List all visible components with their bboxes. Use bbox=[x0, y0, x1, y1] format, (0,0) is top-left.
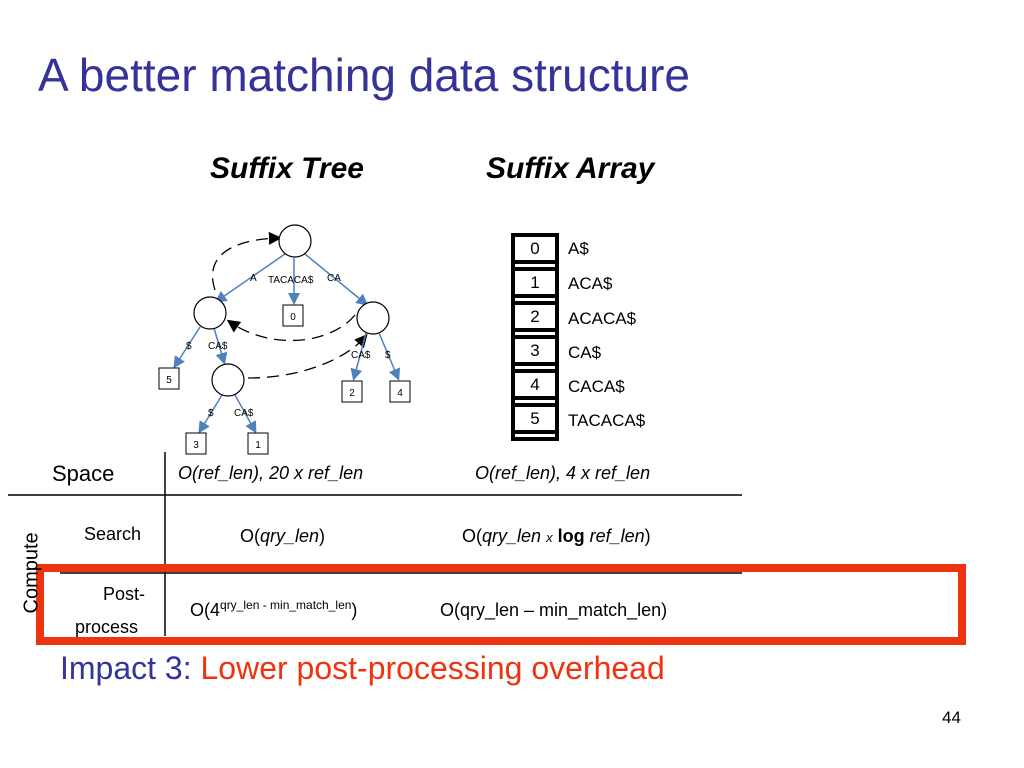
leaf-1-box bbox=[247, 432, 269, 455]
suffix-link-mid bbox=[226, 314, 356, 342]
space-tree-cell: O(ref_len), 20 x ref_len bbox=[178, 463, 364, 483]
impact-statement: Impact 3: Lower post-processing overhead bbox=[60, 650, 665, 687]
leaf-0-label: 0 bbox=[290, 312, 296, 323]
leaf-3-box bbox=[185, 432, 207, 455]
suffix-tree-heading: Suffix Tree bbox=[210, 152, 364, 185]
edge-l1-l2 bbox=[213, 327, 228, 365]
edge-r-2 bbox=[350, 332, 367, 381]
leaf-2-box bbox=[341, 380, 363, 403]
edge-root-ca bbox=[304, 253, 369, 306]
leaf-4-label: 4 bbox=[397, 388, 403, 399]
edge-l2-3 bbox=[198, 394, 223, 434]
tree-root-node bbox=[278, 224, 312, 258]
edge-label-l2-dollar: $ bbox=[208, 408, 214, 419]
suffix-array-heading: Suffix Array bbox=[486, 152, 655, 185]
highlight-box bbox=[36, 564, 966, 645]
sa-suffix-3: CA$ bbox=[568, 343, 602, 362]
edge-label-tacaca: TACACA$ bbox=[268, 275, 314, 286]
search-row-label: Search bbox=[84, 524, 142, 544]
leaf-0-box bbox=[282, 304, 304, 327]
edge-label-a: A bbox=[250, 273, 257, 284]
tree-node-ca bbox=[356, 301, 390, 335]
post-array-cell: O(qry_len – min_match_len) bbox=[440, 600, 668, 620]
search-array-cell: O(qry_len x log ref_len) bbox=[462, 526, 651, 546]
leaf-5-box bbox=[158, 367, 180, 390]
edge-label-r-dollar: $ bbox=[385, 350, 391, 361]
sa-suffix-2: ACACA$ bbox=[568, 309, 637, 328]
sa-suffix-5: TACACA$ bbox=[568, 411, 646, 430]
slide-title: A better matching data structure bbox=[38, 49, 691, 101]
suffix-link-low bbox=[247, 334, 368, 379]
compute-row-label: Compute bbox=[20, 532, 43, 614]
space-array-cell: O(ref_len), 4 x ref_len bbox=[475, 463, 651, 483]
leaf-3-label: 3 bbox=[193, 440, 199, 451]
post-row-label-2: process bbox=[75, 617, 139, 637]
page-number: 44 bbox=[942, 708, 961, 727]
edge-l1-5 bbox=[173, 326, 201, 369]
leaf-4-box bbox=[389, 380, 411, 403]
impact-text: Lower post-processing overhead bbox=[200, 650, 665, 686]
leaf-5-label: 5 bbox=[166, 375, 172, 386]
sa-suffix-0: A$ bbox=[568, 239, 589, 258]
edge-label-l1-ca: CA$ bbox=[208, 341, 228, 352]
sa-suffix-1: ACA$ bbox=[568, 274, 613, 293]
impact-lead: Impact 3: bbox=[60, 650, 192, 686]
sa-suffix-4: CACA$ bbox=[568, 377, 625, 396]
edge-r-4 bbox=[378, 332, 401, 381]
edge-label-r-ca: CA$ bbox=[351, 350, 371, 361]
edge-l2-1 bbox=[234, 394, 257, 434]
post-row-label-1: Post- bbox=[103, 584, 146, 604]
edge-label-l1-dollar: $ bbox=[186, 341, 192, 352]
edge-label-l2-ca: CA$ bbox=[234, 408, 254, 419]
tree-node-aca bbox=[211, 363, 245, 397]
edge-label-ca: CA bbox=[327, 273, 341, 284]
leaf-1-label: 1 bbox=[255, 440, 261, 451]
tree-node-a bbox=[193, 296, 227, 330]
edge-root-a bbox=[214, 253, 286, 303]
space-row-label: Space bbox=[52, 461, 115, 486]
post-tree-cell: O(4qry_len - min_match_len) bbox=[190, 598, 358, 620]
suffix-link-root bbox=[211, 231, 282, 291]
search-tree-cell: O(qry_len) bbox=[240, 526, 326, 546]
leaf-2-label: 2 bbox=[349, 388, 355, 399]
